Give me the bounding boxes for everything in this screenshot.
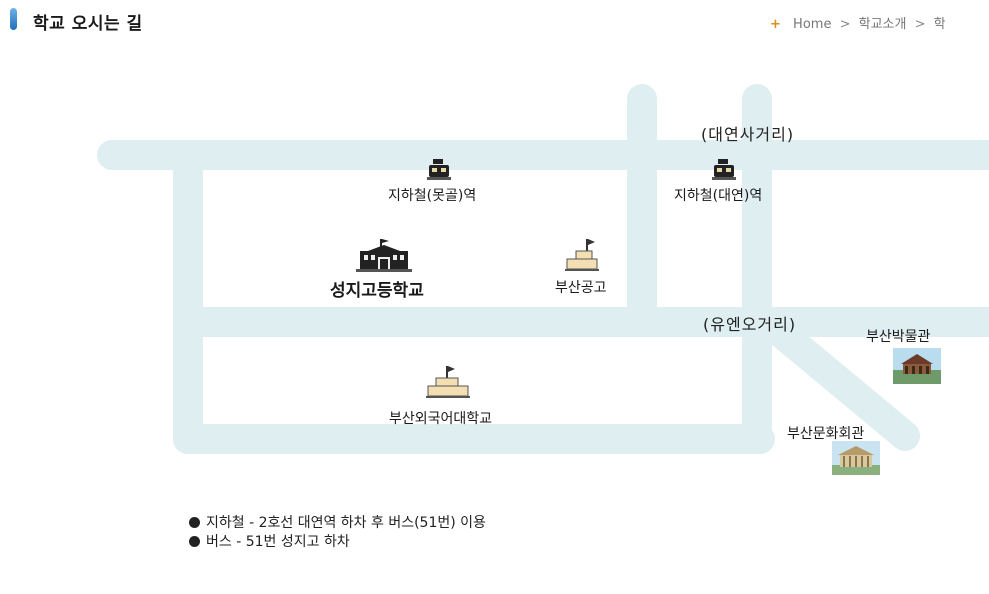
page-title: 학교 오시는 길 (33, 14, 143, 34)
legend-text-bus: 버스 - 51번 성지고 하차 (206, 534, 350, 550)
breadcrumb-separator-icon: > (914, 17, 926, 32)
bullet-icon (189, 517, 200, 528)
directions-map: 지하철(못골)역 지하철(대연)역 (대연사거리) 성지고등학교 (0, 44, 989, 514)
breadcrumb: + Home > 학교소개 > 학교 오시는 길 (770, 13, 945, 33)
breadcrumb-separator-icon: > (839, 17, 851, 32)
legend-item-bus: 버스 - 51번 성지고 하차 (189, 533, 486, 552)
label-culture-hall: 부산문화회관 (787, 426, 865, 442)
label-subway-daeyeon: 지하철(대연)역 (674, 188, 763, 204)
label-school-bufs: 부산외국어대학교 (389, 411, 493, 427)
label-museum: 부산박물관 (866, 329, 931, 345)
label-subway-motgol: 지하철(못골)역 (388, 188, 477, 204)
road-network (97, 84, 989, 454)
legend-item-subway: 지하철 - 2호선 대연역 하차 후 버스(51번) 이용 (189, 514, 486, 533)
breadcrumb-bullet-icon: + (770, 17, 781, 32)
page-header: 학교 오시는 길 + Home > 학교소개 > 학교 오시는 길 (0, 0, 989, 44)
legend-text-subway: 지하철 - 2호선 대연역 하차 후 버스(51번) 이용 (206, 515, 486, 531)
road-diagonal (759, 312, 920, 451)
bullet-icon (189, 536, 200, 547)
label-junction-un: (유엔오거리) (703, 315, 797, 334)
label-school-sungji: 성지고등학교 (330, 281, 424, 301)
label-school-busan-tech: 부산공고 (555, 280, 607, 296)
title-marker-icon (10, 8, 17, 30)
transport-legend: 지하철 - 2호선 대연역 하차 후 버스(51번) 이용 버스 - 51번 성… (189, 514, 486, 552)
label-junction-daeyeon: (대연사거리) (701, 125, 795, 144)
breadcrumb-current[interactable]: 학교 오시는 길 (933, 17, 945, 32)
breadcrumb-home[interactable]: Home (793, 17, 832, 32)
breadcrumb-school-intro[interactable]: 학교소개 (858, 17, 907, 32)
